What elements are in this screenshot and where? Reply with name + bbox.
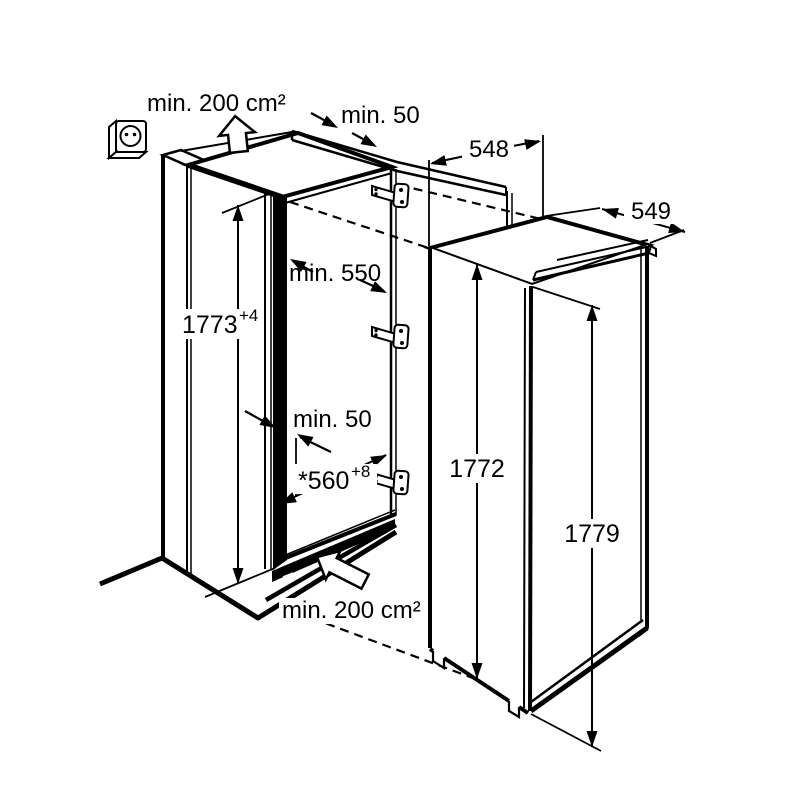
label-bg-548 bbox=[462, 136, 514, 162]
label-bg-1779 bbox=[560, 519, 624, 548]
niche-width-arrow-left bbox=[280, 492, 297, 504]
wall-rail-top bbox=[291, 129, 507, 189]
door-panel-bottom-edge2 bbox=[282, 509, 396, 557]
label-bg-1772 bbox=[447, 454, 507, 483]
label-bg-min50 bbox=[290, 406, 377, 432]
projection-line-top-back bbox=[398, 183, 542, 221]
label-appliance-height-front: 1772 bbox=[449, 455, 505, 483]
label-top-vent: min. 200 cm² bbox=[147, 90, 286, 117]
appliance-height-ext-bottom bbox=[530, 713, 602, 752]
niche-depth-arrow2 bbox=[370, 281, 387, 293]
niche-height-ext-bottom bbox=[204, 567, 276, 598]
appliance-base bbox=[428, 618, 649, 719]
niche-height-ext-top bbox=[221, 191, 275, 214]
appliance-height-overall-arrow-bottom bbox=[586, 731, 598, 747]
bottom-vent-band bbox=[272, 519, 395, 582]
appliance-height-front-arrow-top bbox=[471, 264, 483, 280]
label-niche-height: 1773 bbox=[182, 311, 238, 339]
label-mid-clearance: min. 50 bbox=[293, 406, 372, 433]
label-top-clearance: min. 50 bbox=[341, 102, 420, 129]
label-bg-549 bbox=[624, 198, 680, 224]
label-appliance-depth: 549 bbox=[631, 198, 671, 225]
power-socket-icon bbox=[106, 118, 149, 161]
niche-width-arrow-right bbox=[370, 455, 387, 467]
appliance-front-corner-edge bbox=[528, 285, 533, 712]
width-arrow-left bbox=[430, 155, 447, 166]
appliance-height-front-arrow-bottom bbox=[471, 663, 483, 679]
niche-height-arrow-top bbox=[232, 205, 244, 221]
label-niche-depth: min. 550 bbox=[289, 260, 381, 287]
label-bottom-vent: min. 200 cm² bbox=[282, 597, 421, 624]
depth-arrow-right bbox=[668, 222, 685, 233]
label-appliance-width: 548 bbox=[469, 136, 509, 163]
vent-hatch2 bbox=[284, 576, 296, 582]
label-bg-bottom-vent bbox=[279, 598, 425, 624]
appliance-height-overall-arrow-top bbox=[586, 305, 598, 321]
label-bg-560 bbox=[294, 464, 377, 494]
depth-ext-left bbox=[545, 207, 601, 217]
label-niche-width: *560 bbox=[298, 467, 349, 495]
appliance-front-corner-edge2 bbox=[523, 287, 526, 709]
vent-hatch1 bbox=[282, 572, 294, 578]
appliance-rail-bar3 bbox=[556, 239, 649, 261]
appliance-rail-left-cap bbox=[532, 271, 537, 281]
door-panel-bottom-edge bbox=[277, 512, 397, 563]
width-arrow-right bbox=[524, 139, 541, 150]
appliance-rail-bar1 bbox=[532, 251, 650, 282]
projection-line-top-front bbox=[289, 200, 529, 283]
labels: min. 200 cm² min. 50 548 549 min. 550 17… bbox=[147, 90, 680, 624]
wall-rail-bottom bbox=[291, 138, 507, 197]
niche-depth-arrow1 bbox=[290, 259, 307, 272]
top-vent-arrow-icon bbox=[216, 114, 259, 155]
mid-clearance-arrow1 bbox=[259, 415, 276, 428]
niche-right-wall-shadow bbox=[273, 194, 287, 570]
door-panel-top-edge bbox=[284, 172, 393, 204]
niche-height-arrow-bottom bbox=[232, 568, 244, 584]
hinge-middle bbox=[371, 323, 410, 350]
hinge-top bbox=[371, 182, 410, 209]
top-clearance-arrow2 bbox=[360, 134, 377, 147]
appliance-rail-right-wrap bbox=[647, 244, 657, 258]
hinges bbox=[371, 182, 410, 496]
depth-arrow-left bbox=[602, 208, 619, 219]
label-bg-1773 bbox=[178, 309, 262, 339]
mid-clearance-arrow2 bbox=[297, 434, 314, 447]
niche-top-front-edge bbox=[187, 162, 283, 200]
top-clearance-arrow1 bbox=[321, 115, 338, 128]
label-appliance-height-overall: 1779 bbox=[564, 520, 620, 548]
appliance-rail-bar2 bbox=[535, 245, 652, 273]
label-niche-height-tolerance: +4 bbox=[239, 306, 258, 325]
label-niche-width-tolerance: +8 bbox=[351, 462, 370, 481]
appliance-height-ext-top bbox=[532, 286, 601, 310]
appliance-side-face bbox=[530, 245, 648, 713]
bottom-vent-arrow-icon bbox=[315, 549, 371, 591]
